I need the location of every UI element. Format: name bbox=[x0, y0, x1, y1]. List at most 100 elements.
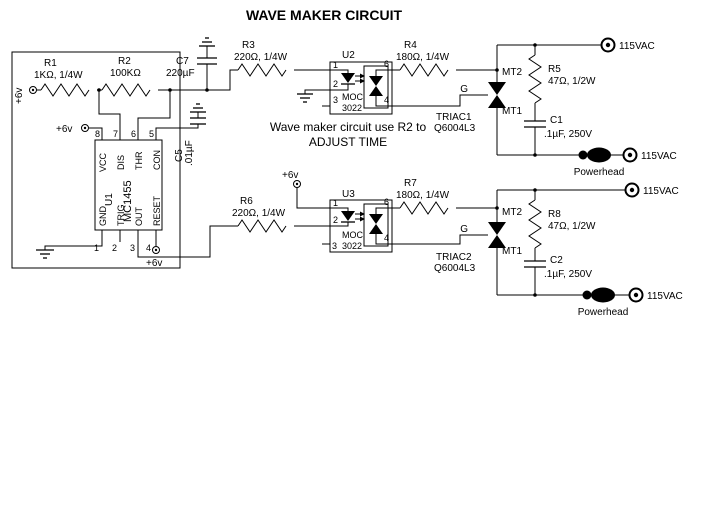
r3-ref: R3 bbox=[242, 40, 255, 51]
u3-ref: U3 bbox=[342, 189, 355, 200]
gate-label: G bbox=[460, 224, 468, 235]
ic-mc1455: 8 7 6 5 VCC DIS THR CON U1 MC1455 GND TR… bbox=[89, 124, 199, 253]
mt1-label: MT1 bbox=[502, 106, 522, 117]
powerhead-plug-icon bbox=[578, 150, 588, 160]
supply-terminal-vcc: +6v bbox=[56, 124, 89, 135]
resistor-zigzag bbox=[528, 54, 542, 104]
powerhead-1: Powerhead bbox=[574, 147, 625, 178]
snubber-2: R8 47Ω, 1/2W C2 .1µF, 250V bbox=[524, 188, 596, 297]
powerhead-2: Powerhead bbox=[578, 287, 629, 318]
vac-label: 115VAC bbox=[643, 186, 679, 197]
pin4-number: 4 bbox=[146, 243, 151, 253]
gnd-label: GND bbox=[98, 206, 108, 227]
u3-part2: 3022 bbox=[342, 241, 362, 251]
vac-label: 115VAC bbox=[641, 151, 677, 162]
page-title: WAVE MAKER CIRCUIT bbox=[246, 7, 403, 23]
terminal-115vac-4: 115VAC bbox=[628, 287, 683, 303]
note-line2: ADJUST TIME bbox=[309, 135, 387, 149]
pin1-number: 1 bbox=[94, 243, 99, 253]
u3-part1: MOC bbox=[342, 230, 363, 240]
r7-ref: R7 bbox=[404, 178, 417, 189]
ground-u2-pin2 bbox=[297, 89, 330, 103]
ic-body bbox=[94, 139, 163, 231]
mc1455-part: MC1455 bbox=[122, 180, 134, 222]
c1-value: .1µF, 250V bbox=[544, 129, 592, 140]
resistor-zigzag bbox=[528, 199, 542, 249]
powerhead-icon bbox=[587, 147, 611, 163]
triac2-ref: TRIAC2 bbox=[436, 252, 472, 263]
mt1-label: MT1 bbox=[502, 246, 522, 257]
r3-value: 220Ω, 1/4W bbox=[234, 52, 288, 63]
terminal-115vac-3: 115VAC bbox=[624, 182, 679, 198]
ground-icon bbox=[36, 249, 54, 259]
gate-wire-1: G bbox=[392, 84, 488, 107]
resistor-r1: R1 1KΩ, 1/4W bbox=[34, 58, 90, 97]
terminal-icon bbox=[81, 124, 89, 132]
supply-terminal-reset: +6v bbox=[146, 246, 162, 269]
ground-icon bbox=[199, 37, 215, 47]
r6-value: 220Ω, 1/4W bbox=[232, 208, 286, 219]
u2-pin1: 1 bbox=[333, 60, 338, 70]
resistor-r2: R2 100KΩ bbox=[101, 56, 151, 97]
r6-ref: R6 bbox=[240, 196, 253, 207]
c2-ref: C2 bbox=[550, 255, 563, 266]
triac1-ref: TRIAC1 bbox=[436, 112, 472, 123]
r5-ref: R5 bbox=[548, 64, 561, 75]
mt2-label: MT2 bbox=[502, 67, 522, 78]
plus6v-label: +6v bbox=[282, 170, 298, 181]
r8-ref: R8 bbox=[548, 209, 561, 220]
u2-pin6: 6 bbox=[384, 59, 389, 69]
powerhead-label: Powerhead bbox=[578, 307, 629, 318]
resistor-r7: R7 180Ω, 1/4W bbox=[392, 178, 499, 215]
led-icon bbox=[330, 69, 365, 91]
supply-terminal-u3: +6v bbox=[282, 170, 330, 209]
c1-ref: C1 bbox=[550, 115, 563, 126]
resistor-zigzag bbox=[237, 219, 287, 233]
led-icon bbox=[330, 207, 365, 227]
powerhead-label: Powerhead bbox=[574, 167, 625, 178]
timer-enclosure-box bbox=[11, 51, 181, 269]
r2-value: 100KΩ bbox=[110, 68, 141, 79]
u3-pin6: 6 bbox=[384, 197, 389, 207]
r8-value: 47Ω, 1/2W bbox=[548, 221, 596, 232]
optocoupler-u2: U2 1 2 3 6 4 MOC 3022 bbox=[322, 50, 393, 115]
pin7-number: 7 bbox=[113, 129, 118, 139]
resistor-zigzag bbox=[237, 63, 287, 77]
optocoupler-u3: U3 1 2 3 6 4 MOC 3022 bbox=[322, 189, 393, 253]
terminal-icon bbox=[152, 246, 160, 254]
ground-icon bbox=[297, 93, 313, 103]
pin3-number: 3 bbox=[130, 243, 135, 253]
gate-label: G bbox=[460, 84, 468, 95]
plus6v-label: +6v bbox=[14, 88, 25, 104]
pin5-number: 5 bbox=[149, 129, 154, 139]
u3-pin1: 1 bbox=[333, 198, 338, 208]
resistor-zigzag bbox=[40, 83, 90, 97]
plus6v-label: +6v bbox=[56, 124, 72, 135]
resistor-r6: R6 220Ω, 1/4W bbox=[232, 196, 330, 233]
gate-wire-2: G bbox=[392, 224, 488, 245]
triac2-symbol: MT2 MT1 TRIAC2 Q6004L3 bbox=[434, 190, 522, 295]
vac-label: 115VAC bbox=[647, 291, 683, 302]
plus6v-label: +6v bbox=[146, 258, 162, 269]
ground-icon bbox=[190, 103, 206, 113]
u2-part1: MOC bbox=[342, 92, 363, 102]
powerhead-icon bbox=[591, 287, 615, 303]
c5-value: .01µF bbox=[184, 140, 195, 166]
resistor-zigzag bbox=[101, 83, 151, 97]
out-wire bbox=[137, 225, 238, 258]
dis-label: DIS bbox=[116, 155, 126, 170]
resistor-zigzag bbox=[399, 63, 449, 77]
r2-ref: R2 bbox=[118, 56, 131, 67]
powerhead-plug-icon bbox=[582, 290, 592, 300]
resistor-r3: R3 220Ω, 1/4W bbox=[234, 40, 330, 77]
capacitor-c5: C5 .01µF bbox=[174, 103, 206, 166]
r1-ref: R1 bbox=[44, 58, 57, 69]
phototriac-icon bbox=[363, 203, 392, 247]
triac1-part: Q6004L3 bbox=[434, 123, 476, 134]
triac1-symbol: MT2 MT1 TRIAC1 Q6004L3 bbox=[434, 45, 522, 155]
c5-ref: C5 bbox=[174, 149, 185, 162]
c7-ref: C7 bbox=[176, 56, 189, 67]
terminal-115vac-1: 115VAC bbox=[600, 37, 655, 53]
u3-pin4: 4 bbox=[384, 233, 389, 243]
